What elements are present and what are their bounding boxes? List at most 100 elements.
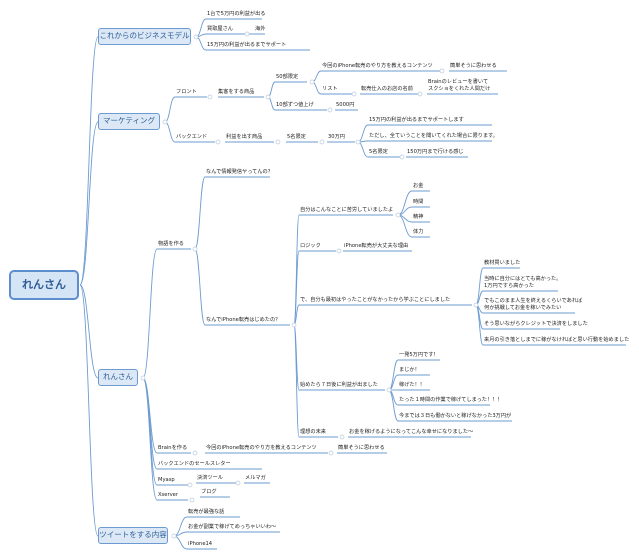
node-price150[interactable]: 150万円まで行ける感じ bbox=[407, 149, 464, 155]
node-brain[interactable]: Brainを作る bbox=[158, 445, 188, 451]
node-xserver[interactable]: Xserver bbox=[158, 492, 178, 498]
node-xserver-child[interactable]: ブログ bbox=[201, 489, 217, 495]
node-worried[interactable]: 当時に自分にはとても高かった。 1万円ですら高かった bbox=[484, 276, 561, 290]
node-start[interactable]: 始めたら７日後に利益が出ました bbox=[300, 382, 378, 388]
node-support[interactable]: 15万円の利益が出るまでサポートします bbox=[369, 117, 464, 123]
node-content-child[interactable]: 簡単そうに思わせる bbox=[450, 63, 497, 69]
collapse-dot-25 bbox=[351, 91, 357, 97]
collapse-dot-91 bbox=[339, 434, 345, 440]
collapse-dot-15 bbox=[207, 94, 213, 100]
node-ideal[interactable]: 理想の未来 bbox=[300, 429, 326, 435]
branch-rensan[interactable]: れんさん bbox=[98, 369, 138, 386]
node-so[interactable]: で、自分も最初はやったことがなかったから学ぶことにしました bbox=[300, 297, 451, 303]
node-myasp-child2[interactable]: メルマガ bbox=[245, 475, 266, 481]
node-limit5[interactable]: 5名限定 bbox=[287, 134, 306, 140]
list-child2-line2: スクショをくれた人間だけ bbox=[428, 86, 491, 92]
branch-business-model[interactable]: これからのビジネスモデル bbox=[98, 28, 191, 45]
collapse-dot-91 bbox=[386, 387, 392, 393]
node-backend-child[interactable]: 利益を出す商品 bbox=[226, 134, 263, 140]
collapse-dot-96 bbox=[189, 497, 195, 503]
node-brain-child[interactable]: 今回のiPhone転売のやり方を教えるコンテンツ bbox=[206, 445, 317, 451]
node-body[interactable]: 体力 bbox=[413, 229, 424, 235]
connector-50 bbox=[194, 248, 206, 326]
node-why-info[interactable]: なんで情報発信ヤってんの？ bbox=[206, 169, 273, 175]
node-b4-item3[interactable]: iPhone14 bbox=[188, 541, 213, 547]
connector-48 bbox=[194, 176, 206, 250]
collapse-dot-93 bbox=[328, 450, 334, 456]
collapse-dot-95 bbox=[235, 480, 241, 486]
node-b1-item1[interactable]: 1台で5万円の利益が出る bbox=[207, 11, 266, 17]
node-note[interactable]: ただし、全ていうことを聞いてくれた場合に限ります。 bbox=[369, 133, 498, 139]
collapse-dot-48 bbox=[140, 375, 146, 381]
node-backend[interactable]: バックエンド bbox=[176, 134, 208, 140]
node-raise-child[interactable]: 5000円 bbox=[336, 102, 355, 108]
node-b1-item3[interactable]: 15万円の利益が出るまでサポート bbox=[207, 42, 287, 48]
collapse-dot-92 bbox=[192, 450, 198, 456]
collapse-dot-28 bbox=[215, 139, 221, 145]
node-myasp-child[interactable]: 決済ツール bbox=[197, 475, 223, 481]
node-b4-item1[interactable]: 転売が最強な話 bbox=[188, 509, 225, 515]
collapse-dot-27 bbox=[327, 107, 333, 113]
collapse-dot-29 bbox=[275, 139, 281, 145]
node-but[interactable]: でもこのまま人生を終えるくらいであれば 何か挑戦してお金を稼いでみたい bbox=[484, 298, 582, 312]
connector-101 bbox=[173, 535, 188, 550]
node-front[interactable]: フロント bbox=[176, 89, 197, 95]
list-child2-line1: Brainのレビューを書いて bbox=[428, 79, 489, 85]
connector-11 bbox=[164, 96, 176, 123]
branch-tweet[interactable]: ツイートをする内容 bbox=[98, 527, 168, 544]
node-logic[interactable]: ロジック bbox=[300, 243, 321, 249]
node-mental[interactable]: 精神 bbox=[413, 214, 424, 220]
connector-79 bbox=[475, 304, 484, 346]
collapse-dot-94 bbox=[187, 482, 193, 488]
collapse-dot-37 bbox=[399, 154, 405, 160]
connector-2 bbox=[79, 284, 99, 379]
node-brain-child2[interactable]: 簡単そうに思わせる bbox=[338, 445, 385, 451]
connector-60 bbox=[293, 324, 300, 438]
collapse-dot-26 bbox=[417, 91, 423, 97]
collapse-dot-70 bbox=[395, 212, 401, 218]
root-node[interactable]: れんさん bbox=[9, 270, 79, 300]
node-backend-letter[interactable]: バックエンドのセールスレター bbox=[158, 461, 231, 467]
node-now[interactable]: 今までは３日も働かないと稼げなかった3万円が bbox=[399, 413, 512, 419]
node-list[interactable]: リスト bbox=[322, 86, 338, 92]
node-product[interactable]: 物語を作る bbox=[158, 241, 184, 247]
node-why-iphone[interactable]: なんでiPhone転売はじめたの？ bbox=[206, 317, 281, 323]
node-money[interactable]: お金 bbox=[413, 183, 424, 189]
collapse-dot-24 bbox=[439, 68, 445, 74]
connector-1 bbox=[79, 121, 99, 286]
collapse-dot-81 bbox=[473, 302, 479, 308]
node-list-child[interactable]: 転売仕入のお店の名前 bbox=[361, 86, 413, 92]
node-limit5b[interactable]: 5名限定 bbox=[369, 149, 388, 155]
node-myasp[interactable]: Myasp bbox=[158, 477, 175, 483]
node-logic-child[interactable]: iPhone転売が大丈夫な理由 bbox=[344, 243, 409, 249]
connector-8 bbox=[195, 36, 207, 51]
branch-marketing[interactable]: マーケティング bbox=[98, 113, 160, 130]
node-b4-item2[interactable]: お金が副業で稼げてめっちゃいいわ〜 bbox=[188, 524, 277, 530]
node-myself[interactable]: 自分はこんなことに苦労していましたよ bbox=[300, 207, 394, 213]
node-teaching[interactable]: 教材買いました bbox=[484, 260, 521, 266]
collapse-dot-103 bbox=[171, 533, 177, 539]
collapse-dot-15 bbox=[162, 119, 168, 125]
node-b1-item2-child[interactable]: 海外 bbox=[255, 26, 266, 32]
node-price30[interactable]: 30万円 bbox=[328, 134, 345, 140]
collapse-dot-11 bbox=[244, 31, 250, 37]
node-front-child[interactable]: 集客をする商品 bbox=[218, 89, 255, 95]
node-future[interactable]: 来月の引き落としまでに稼がなければと思い行動を始めました bbox=[484, 337, 630, 343]
node-limit50[interactable]: 50部限定 bbox=[276, 74, 299, 80]
collapse-dot-62 bbox=[291, 322, 297, 328]
connector-42 bbox=[142, 377, 158, 470]
node-profit[interactable]: 一発5万円です！ bbox=[399, 352, 439, 358]
node-content[interactable]: 今回のiPhone転売のやり方を教えるコンテンツ bbox=[322, 63, 433, 69]
connector-52 bbox=[293, 214, 300, 326]
node-time[interactable]: 時間 bbox=[413, 199, 424, 205]
node-earned[interactable]: 稼げた！！ bbox=[399, 382, 425, 388]
node-credit[interactable]: そう思いながらクレジットで決済をしました bbox=[484, 321, 588, 327]
node-raise[interactable]: 10部ずつ値上げ bbox=[276, 102, 314, 108]
node-list-child2[interactable]: Brainのレビューを書いて スクショをくれた人間だけ bbox=[428, 79, 490, 93]
node-really[interactable]: まじか！ bbox=[399, 367, 420, 373]
node-b1-item2[interactable]: 買取屋さん bbox=[207, 26, 233, 32]
node-ideal-child[interactable]: お金を稼げるようになってこんな幸せになりました〜 bbox=[349, 429, 474, 435]
collapse-dot-24 bbox=[309, 79, 315, 85]
node-just[interactable]: たった１時間の作業で稼げてしまった！！！ bbox=[399, 397, 503, 403]
